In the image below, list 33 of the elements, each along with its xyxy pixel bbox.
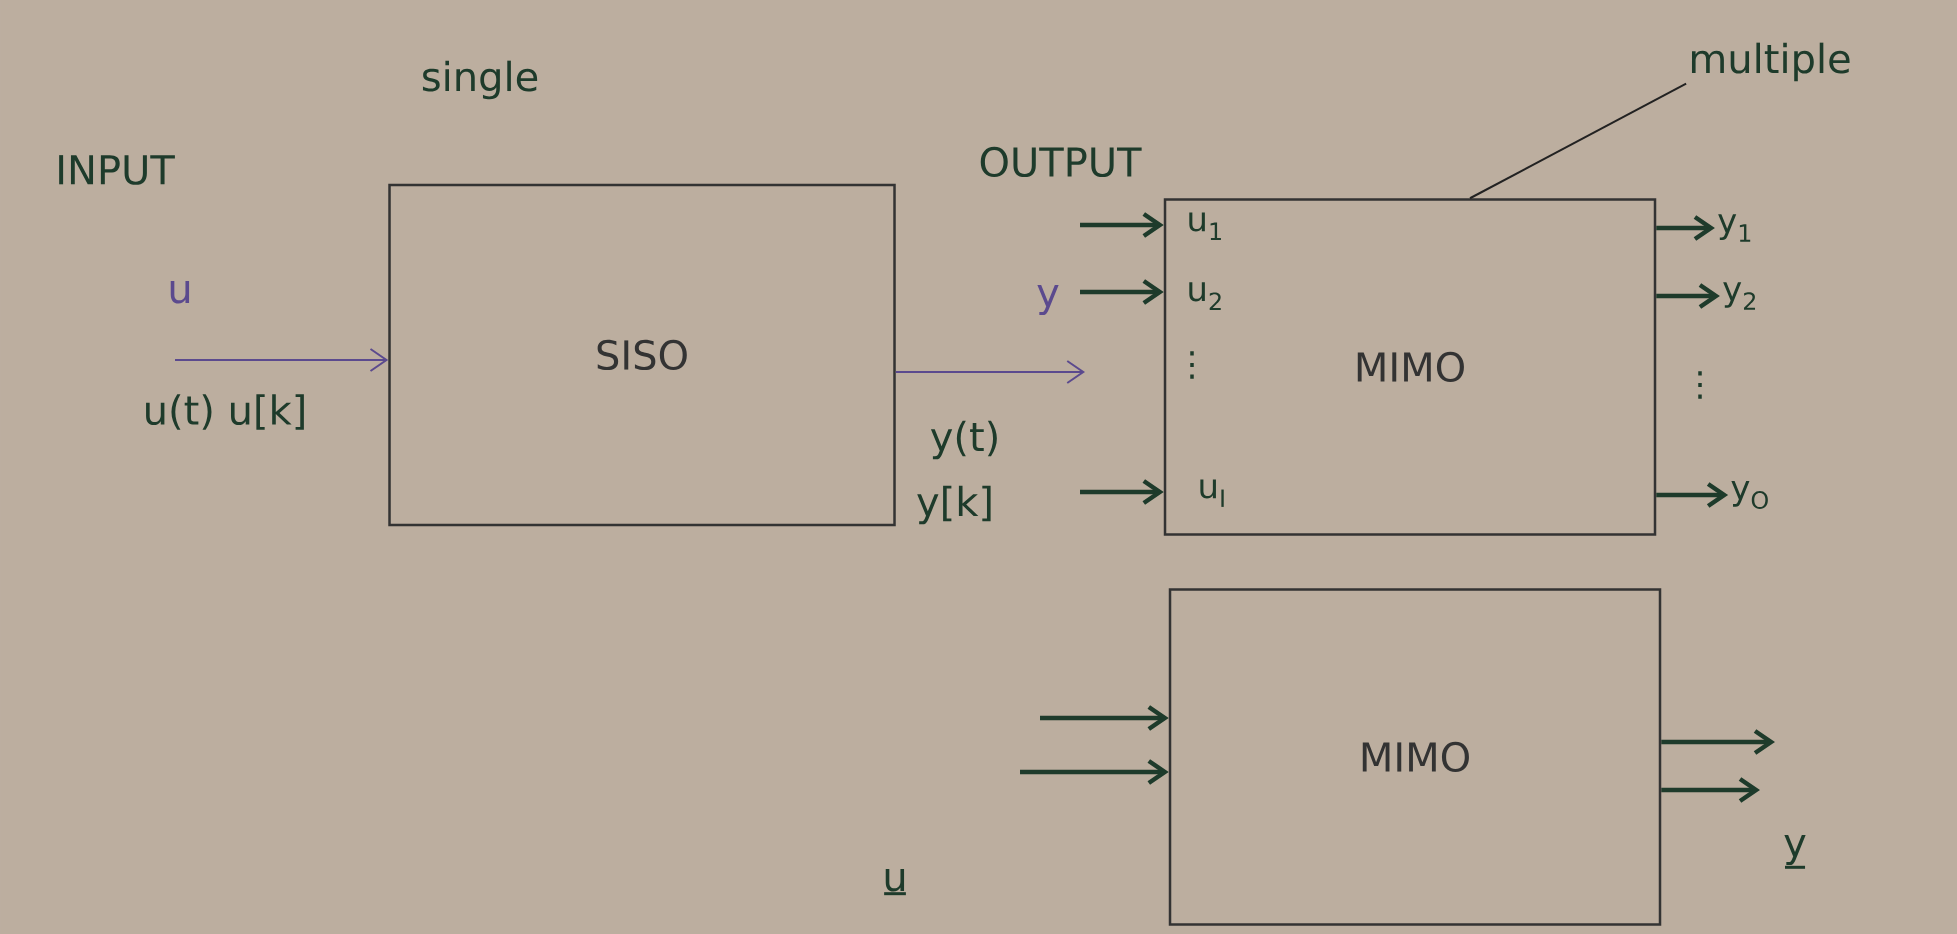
signal-label: ⋮ xyxy=(1190,351,1194,379)
signal-label: ⋮ xyxy=(1698,371,1702,399)
signal-label: OUTPUT xyxy=(980,146,1142,178)
arrow xyxy=(1080,212,1164,238)
arrow xyxy=(1656,283,1720,309)
block-box: MIMO xyxy=(1168,588,1662,926)
arrow xyxy=(1656,482,1729,508)
block-box: SISO xyxy=(388,183,896,527)
annotation-text: y$_{O}$ xyxy=(1731,481,1768,509)
arrow xyxy=(1661,777,1760,803)
arrow xyxy=(1080,279,1164,305)
signal-label: u$_{I}$ xyxy=(1200,479,1224,507)
arrow xyxy=(1040,705,1169,731)
arrow xyxy=(174,348,389,372)
arrow xyxy=(1661,729,1775,755)
signal-label: y xyxy=(1037,284,1059,316)
vector-label: u xyxy=(884,868,906,896)
arrow xyxy=(1020,759,1169,785)
vector-label: y xyxy=(1784,834,1806,869)
signal-label: INPUT xyxy=(59,155,175,185)
signal-label: u$_{2}$ xyxy=(1189,281,1221,311)
arrow xyxy=(1656,215,1715,241)
signal-label: u$_{1}$ xyxy=(1189,212,1221,240)
annotation-text: multiple xyxy=(1692,42,1850,82)
arrow xyxy=(894,360,1085,384)
annotation-text: y$_{1}$ xyxy=(1718,214,1751,242)
annotation-text: y$_{2}$ xyxy=(1723,282,1755,310)
signal-label: u xyxy=(170,280,190,304)
signal-label: y(t) xyxy=(930,420,997,460)
arrow xyxy=(1080,479,1164,505)
signal-label: single xyxy=(422,60,538,100)
leader-line xyxy=(1469,82,1688,200)
signal-label: u(t) u[k] xyxy=(146,394,304,430)
